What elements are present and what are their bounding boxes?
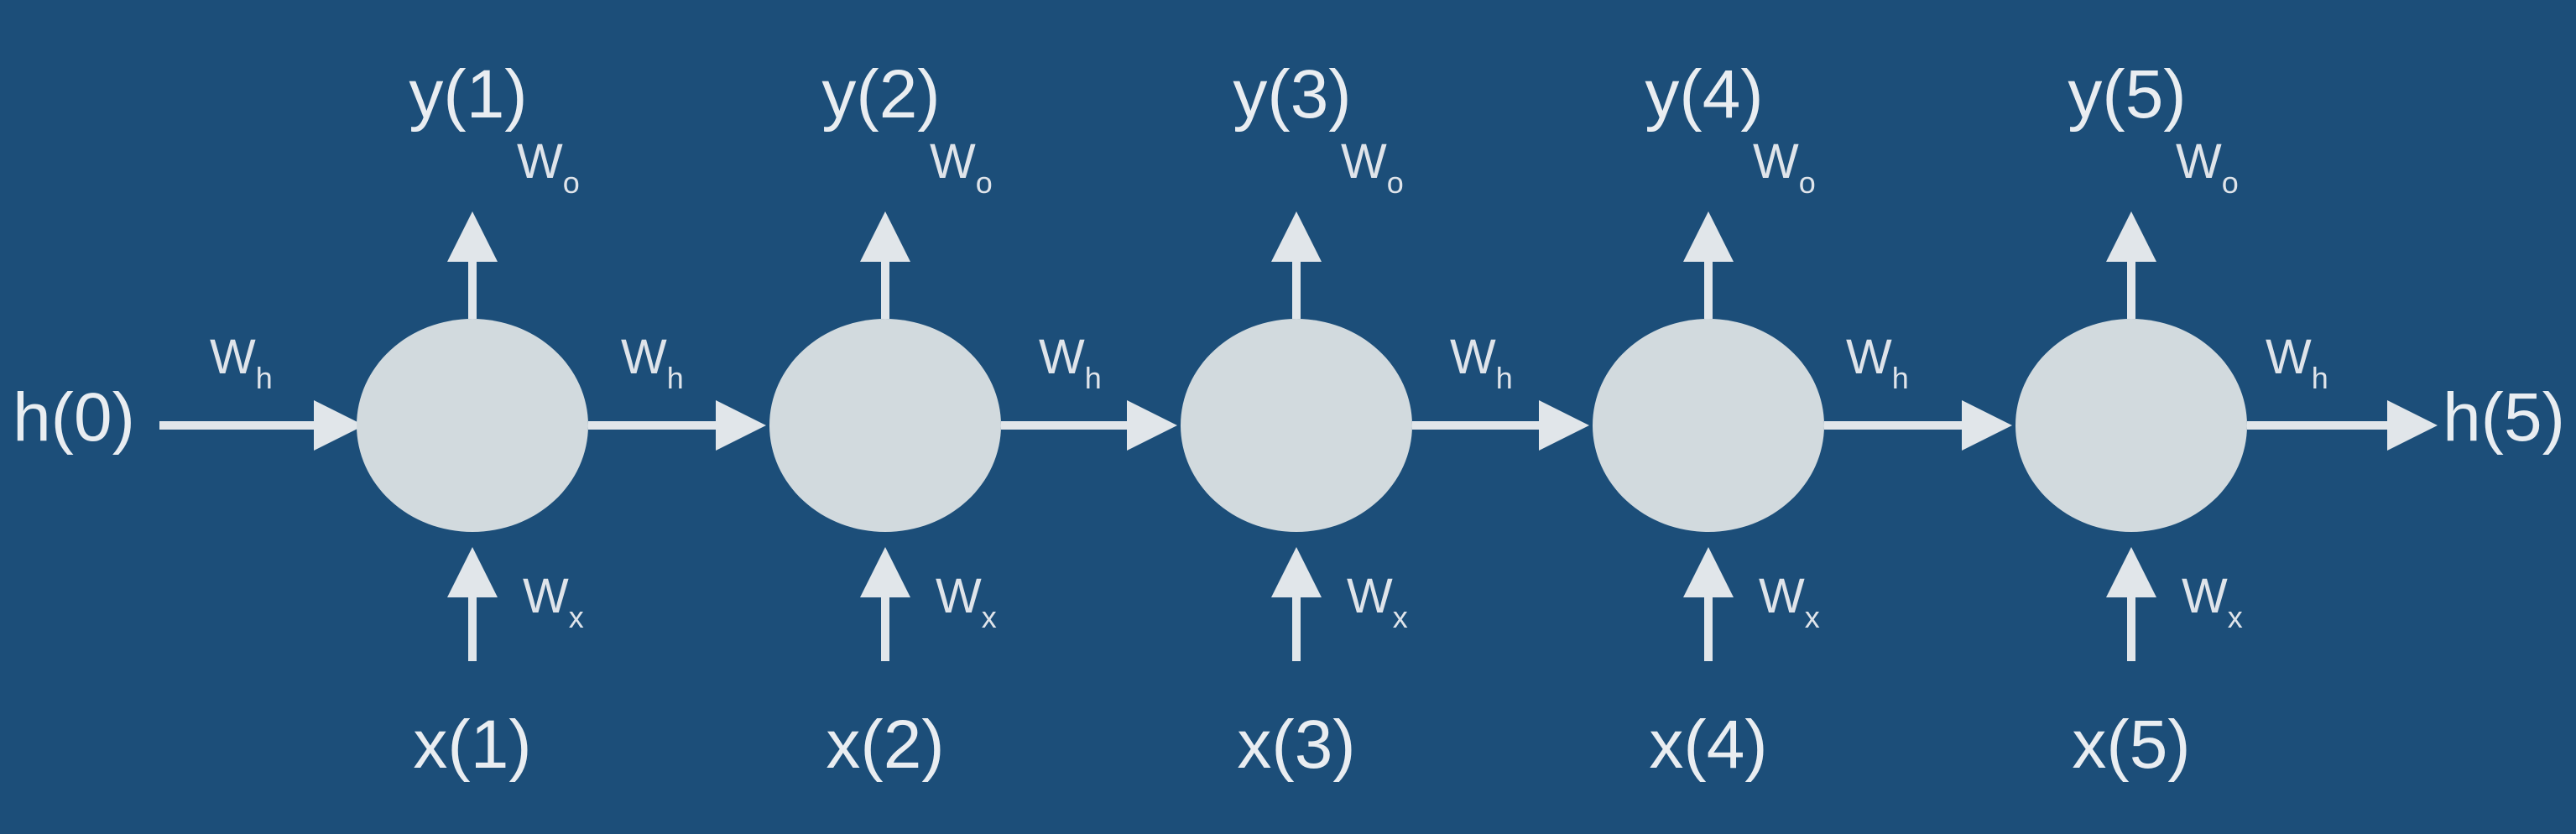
hidden-weight-label: Wh [1450,330,1513,395]
hidden-weight-label: Wh [210,330,273,395]
input-weight-label: Wx [523,569,584,634]
hidden-weight-label: Wh [1846,330,1909,395]
input-label-3: x(3) [1237,706,1355,783]
input-label-1: x(1) [413,706,531,783]
rnn-cell-node [769,319,1001,532]
output-label-2: y(2) [821,56,940,133]
rnn-cell-node [1181,319,1412,532]
hidden-weight-label: Wh [2266,330,2328,395]
input-weight-label: Wx [2182,569,2243,634]
output-label-3: y(3) [1233,56,1351,133]
output-label-1: y(1) [409,56,527,133]
output-label-5: y(5) [2068,56,2186,133]
input-label-4: x(4) [1649,706,1767,783]
input-label-2: x(2) [826,706,944,783]
input-label-5: x(5) [2072,706,2190,783]
output-weight-label: Wo [2176,134,2239,200]
initial-state-label: h(0) [13,379,135,456]
input-weight-label: Wx [936,569,997,634]
rnn-cell-node [2015,319,2247,532]
rnn-cell-node [1593,319,1824,532]
output-weight-label: Wo [1753,134,1816,200]
input-weight-label: Wx [1759,569,1820,634]
final-state-label: h(5) [2443,379,2565,456]
output-label-4: y(4) [1645,56,1763,133]
output-weight-label: Wo [930,134,993,200]
rnn-cell-node [357,319,588,532]
hidden-weight-label: Wh [621,330,684,395]
hidden-weight-label: Wh [1039,330,1102,395]
output-weight-label: Wo [517,134,580,200]
output-weight-label: Wo [1341,134,1404,200]
input-weight-label: Wx [1347,569,1408,634]
